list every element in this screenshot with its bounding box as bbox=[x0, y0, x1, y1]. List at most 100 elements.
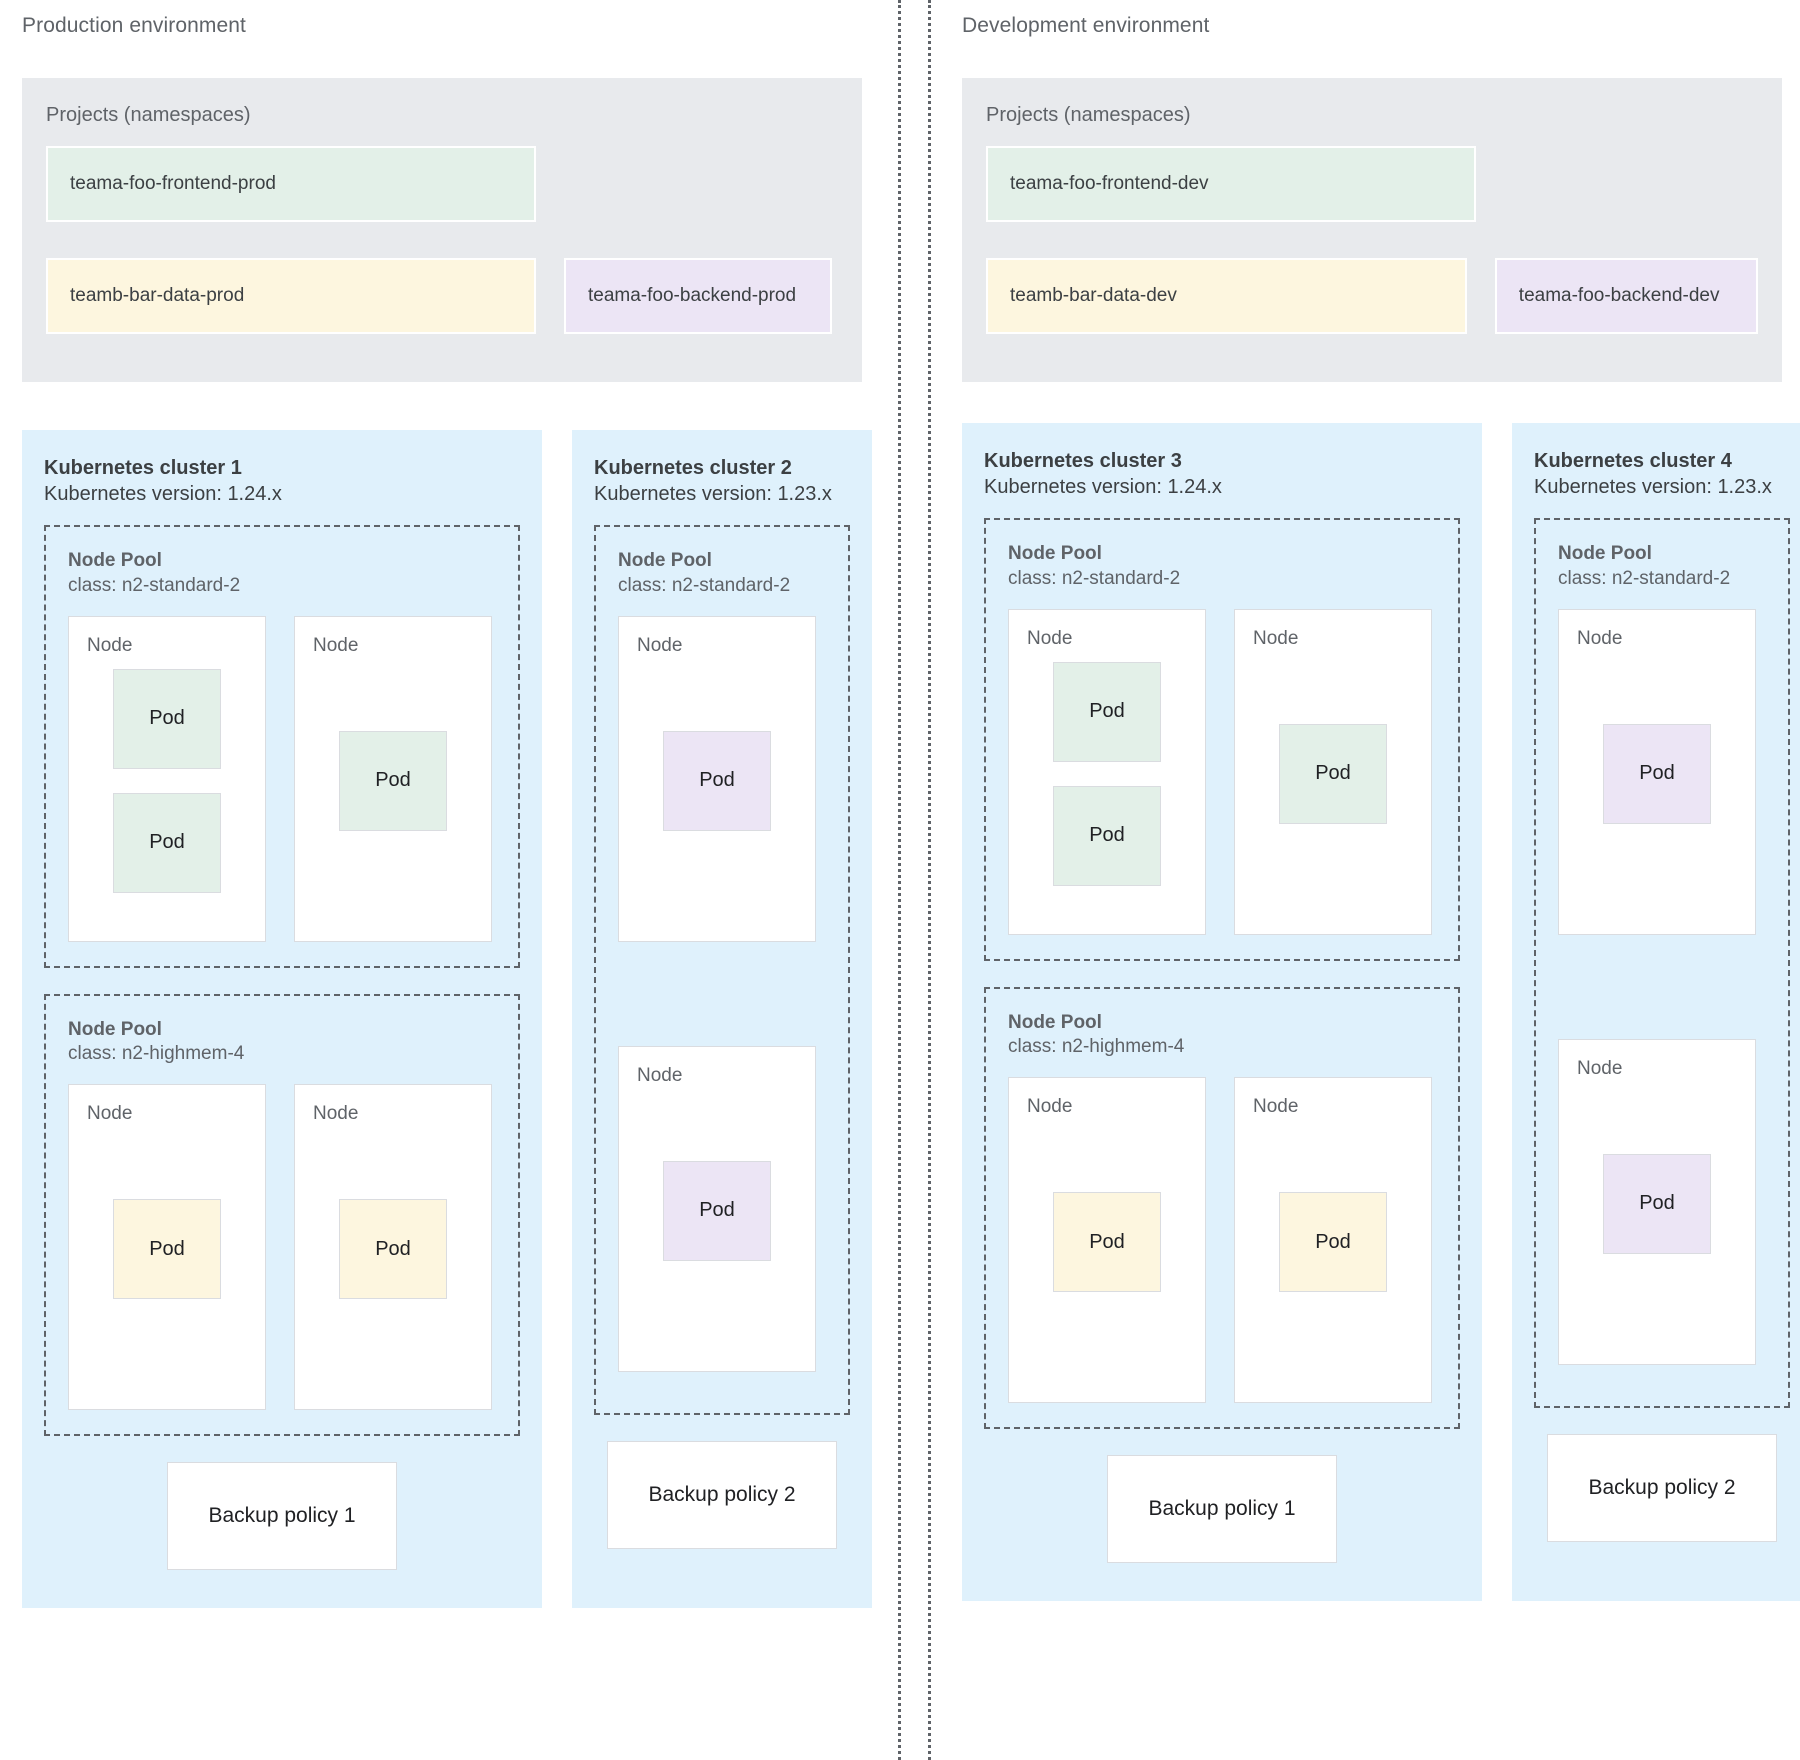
namespace-box[interactable]: teama-foo-frontend-prod bbox=[46, 146, 536, 222]
pod-box: Pod bbox=[113, 792, 221, 893]
kubernetes-cluster: Kubernetes cluster 1 Kubernetes version: … bbox=[22, 430, 542, 1609]
node-pool-class: class: n2-standard-2 bbox=[1558, 567, 1731, 589]
node-row-spacer bbox=[618, 942, 826, 1046]
projects-label: Projects (namespaces) bbox=[986, 104, 1191, 126]
pod-box: Pod bbox=[1053, 1192, 1161, 1293]
node-label: Node bbox=[1577, 627, 1623, 649]
namespace-row: teama-foo-frontend-prod bbox=[46, 146, 838, 222]
projects-panel: Projects (namespaces) teama-foo-frontend-… bbox=[22, 78, 862, 382]
backup-policy-wrap: Backup policy 1 bbox=[44, 1462, 520, 1571]
kubernetes-cluster: Kubernetes cluster 3 Kubernetes version: … bbox=[962, 423, 1482, 1602]
pod-box: Pod bbox=[1279, 723, 1387, 824]
node-pool-title: Node Pool bbox=[68, 1018, 162, 1040]
node-label: Node bbox=[313, 1103, 359, 1125]
node-label: Node bbox=[1253, 627, 1299, 649]
cluster-version: Kubernetes version: 1.24.x bbox=[44, 482, 282, 505]
pod-box: Pod bbox=[113, 1199, 221, 1300]
node-label: Node bbox=[637, 1064, 683, 1086]
cluster-name: Kubernetes cluster 4 bbox=[1534, 450, 1732, 472]
backup-policy-wrap: Backup policy 2 bbox=[1534, 1434, 1790, 1543]
cluster-version: Kubernetes version: 1.23.x bbox=[594, 482, 832, 505]
node-pool-class: class: n2-standard-2 bbox=[618, 574, 791, 596]
environment-title: Development environment bbox=[962, 14, 1210, 37]
environment-divider-2 bbox=[928, 0, 931, 1760]
cluster-name: Kubernetes cluster 2 bbox=[594, 457, 792, 479]
namespace-row: teama-foo-frontend-dev bbox=[986, 146, 1758, 222]
node-pool-title: Node Pool bbox=[618, 550, 712, 572]
pod-box: Pod bbox=[1603, 1153, 1711, 1254]
cluster-name: Kubernetes cluster 3 bbox=[984, 450, 1182, 472]
node-pool-class: class: n2-standard-2 bbox=[1008, 567, 1181, 589]
clusters-row: Kubernetes cluster 3 Kubernetes version: … bbox=[962, 423, 1800, 1602]
backup-policy[interactable]: Backup policy 1 bbox=[1107, 1455, 1337, 1564]
namespace-box[interactable]: teamb-bar-data-prod bbox=[46, 258, 536, 334]
namespace-box[interactable]: teama-foo-frontend-dev bbox=[986, 146, 1476, 222]
cluster-name: Kubernetes cluster 1 bbox=[44, 457, 242, 479]
pod-box: Pod bbox=[663, 1160, 771, 1261]
backup-policy[interactable]: Backup policy 2 bbox=[607, 1441, 837, 1550]
node-label: Node bbox=[1027, 627, 1073, 649]
pod-box: Pod bbox=[113, 668, 221, 769]
environment-title: Production environment bbox=[22, 14, 246, 37]
backup-policy[interactable]: Backup policy 2 bbox=[1547, 1434, 1777, 1543]
pod-box: Pod bbox=[339, 1199, 447, 1300]
node-pool-title: Node Pool bbox=[68, 550, 162, 572]
node-label: Node bbox=[1577, 1057, 1623, 1079]
namespace-box[interactable]: teama-foo-backend-prod bbox=[564, 258, 832, 334]
pod-box: Pod bbox=[339, 730, 447, 831]
node-pool-title: Node Pool bbox=[1008, 543, 1102, 565]
namespace-box[interactable]: teamb-bar-data-dev bbox=[986, 258, 1467, 334]
node-label: Node bbox=[1253, 1096, 1299, 1118]
node-label: Node bbox=[313, 634, 359, 656]
node-pool-title: Node Pool bbox=[1558, 543, 1652, 565]
clusters-row: Kubernetes cluster 1 Kubernetes version: … bbox=[22, 430, 872, 1609]
node-label: Node bbox=[87, 1103, 133, 1125]
node-row-spacer bbox=[1558, 935, 1766, 1039]
namespace-row: teamb-bar-data-prod teama-foo-backend-pro… bbox=[46, 258, 838, 334]
cluster-version: Kubernetes version: 1.23.x bbox=[1534, 475, 1772, 498]
backup-policy-wrap: Backup policy 1 bbox=[984, 1455, 1460, 1564]
backup-policy[interactable]: Backup policy 1 bbox=[167, 1462, 397, 1571]
projects-label: Projects (namespaces) bbox=[46, 104, 251, 126]
namespace-box[interactable]: teama-foo-backend-dev bbox=[1494, 258, 1758, 334]
node-pool-title: Node Pool bbox=[1008, 1011, 1102, 1033]
node-pool-class: class: n2-highmem-4 bbox=[1008, 1036, 1185, 1058]
node-label: Node bbox=[637, 634, 683, 656]
namespace-row: teamb-bar-data-dev teama-foo-backend-dev bbox=[986, 258, 1758, 334]
node-pool-class: class: n2-highmem-4 bbox=[68, 1043, 245, 1065]
cluster-version: Kubernetes version: 1.24.x bbox=[984, 475, 1222, 498]
pod-box: Pod bbox=[1279, 1192, 1387, 1293]
pod-box: Pod bbox=[1603, 723, 1711, 824]
projects-panel: Projects (namespaces) teama-foo-frontend-… bbox=[962, 78, 1782, 382]
backup-policy-wrap: Backup policy 2 bbox=[594, 1441, 850, 1550]
node-label: Node bbox=[87, 634, 133, 656]
